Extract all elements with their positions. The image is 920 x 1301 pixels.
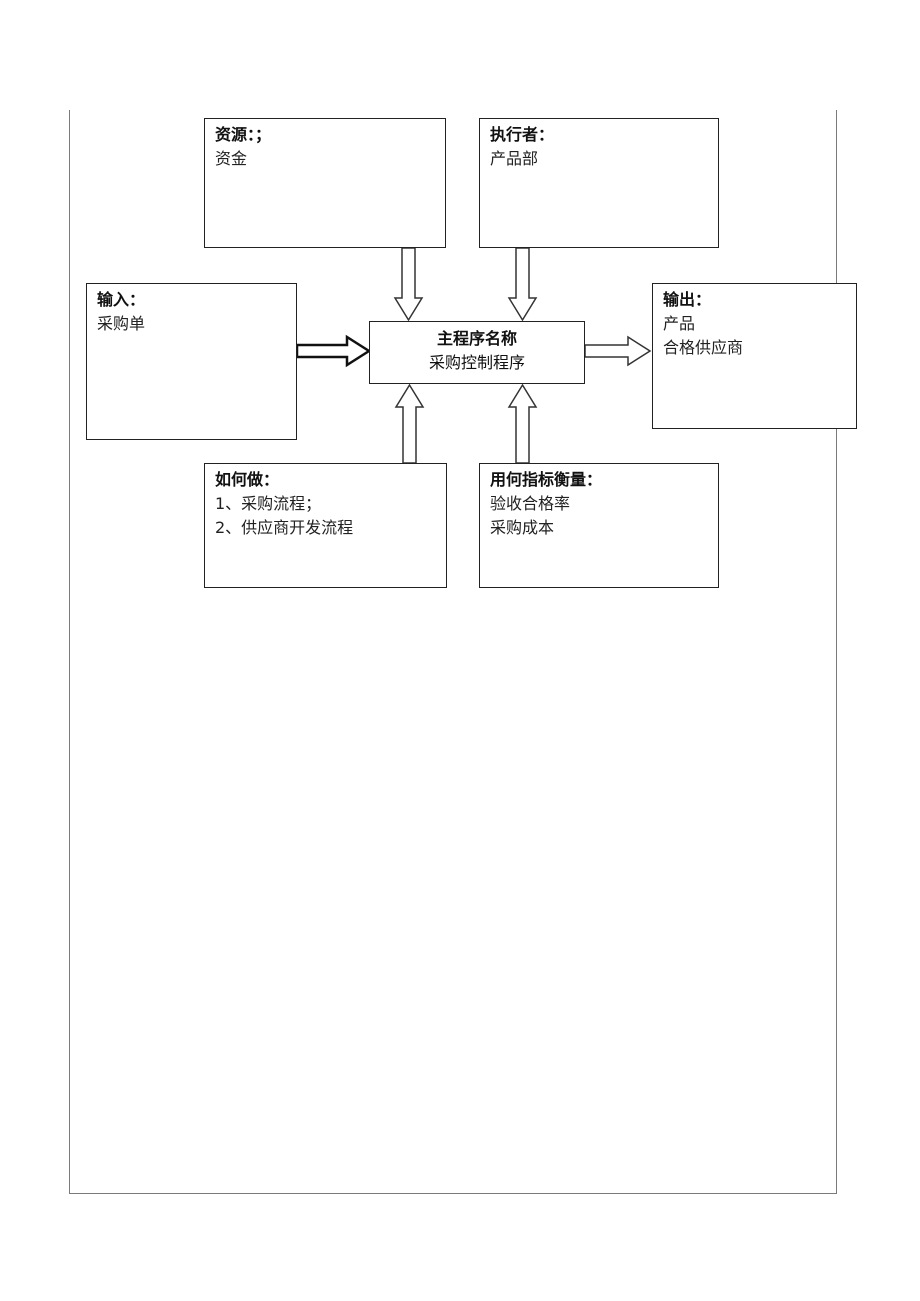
arrow-input-to-main xyxy=(295,334,372,368)
executor-item: 产品部 xyxy=(490,149,539,168)
how-item: 2、供应商开发流程 xyxy=(215,518,354,537)
resources-title: 资源：； xyxy=(215,125,272,144)
resources-item: 资金 xyxy=(215,149,248,168)
arrow-executor-to-main xyxy=(507,247,538,322)
arrow-how-to-main xyxy=(394,383,425,464)
main-process-name: 采购控制程序 xyxy=(428,353,525,372)
input-title: 输入： xyxy=(97,290,146,309)
main-process-title: 主程序名称 xyxy=(436,329,517,348)
input-box: 输入： 采购单 xyxy=(86,283,297,440)
output-title: 输出： xyxy=(663,290,712,309)
arrow-metrics-to-main xyxy=(507,383,538,464)
main-process-box: 主程序名称 采购控制程序 xyxy=(369,321,585,384)
metrics-item: 采购成本 xyxy=(490,518,555,537)
page-frame-left-border xyxy=(69,110,70,1194)
page-frame-right-border xyxy=(836,110,837,1194)
metrics-title: 用何指标衡量： xyxy=(490,470,603,489)
how-item: 1、采购流程； xyxy=(215,494,322,513)
page-frame-bottom-border xyxy=(69,1193,837,1194)
arrow-resources-to-main xyxy=(393,247,424,322)
output-item: 合格供应商 xyxy=(663,338,744,357)
metrics-item: 验收合格率 xyxy=(490,494,571,513)
executor-box: 执行者： 产品部 xyxy=(479,118,719,248)
output-item: 产品 xyxy=(663,314,696,333)
arrow-main-to-output xyxy=(584,335,652,367)
how-box: 如何做： 1、采购流程； 2、供应商开发流程 xyxy=(204,463,447,588)
output-box: 输出： 产品 合格供应商 xyxy=(652,283,857,429)
executor-title: 执行者： xyxy=(490,125,555,144)
input-item: 采购单 xyxy=(97,314,146,333)
metrics-box: 用何指标衡量： 验收合格率 采购成本 xyxy=(479,463,719,588)
how-title: 如何做： xyxy=(215,470,280,489)
resources-box: 资源：； 资金 xyxy=(204,118,446,248)
